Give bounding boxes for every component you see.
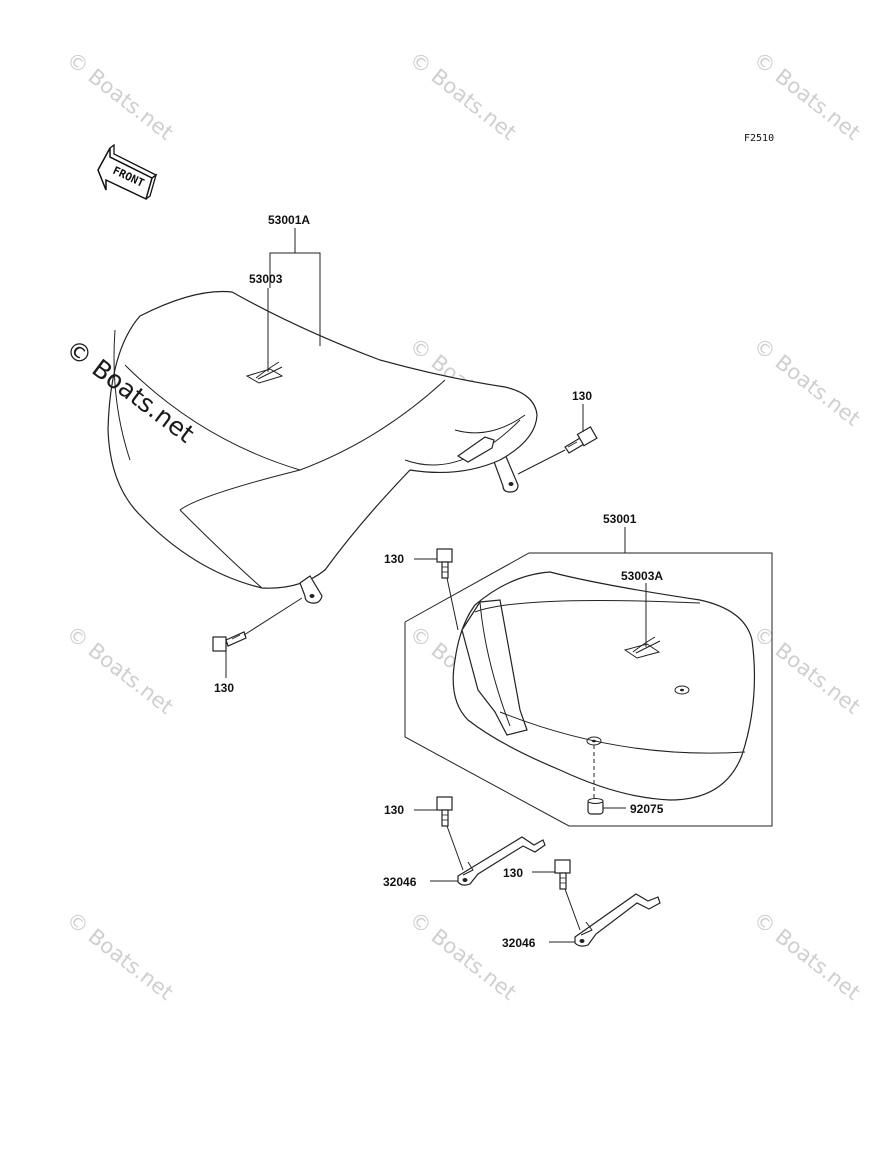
callout-bolt-bracket-1: 130 bbox=[384, 803, 404, 817]
watermark: © Boats.net bbox=[62, 907, 178, 1005]
watermark: © Boats.net bbox=[749, 47, 865, 145]
callout-bolt-passenger: 130 bbox=[384, 552, 404, 566]
passenger-seat bbox=[452, 571, 756, 801]
bracket-icon bbox=[457, 836, 546, 886]
watermark: © Boats.net bbox=[405, 907, 521, 1005]
watermark: © Boats.net bbox=[405, 47, 521, 145]
callout-label-rider: 53003 bbox=[249, 272, 283, 286]
leader-lines bbox=[225, 228, 647, 943]
callout-bolt-front-rider: 130 bbox=[214, 681, 234, 695]
label-tag-icon bbox=[623, 636, 661, 659]
watermark: © Boats.net bbox=[749, 621, 865, 719]
callout-bolt-rear-rider: 130 bbox=[572, 389, 592, 403]
callout-bracket-2: 32046 bbox=[502, 936, 536, 950]
callout-bracket-1: 32046 bbox=[383, 875, 417, 889]
bolt-icon bbox=[436, 796, 453, 827]
bracket-icon bbox=[574, 893, 661, 947]
watermark: © Boats.net bbox=[749, 333, 865, 431]
damper-icon bbox=[587, 798, 604, 815]
bolt-icon bbox=[212, 631, 247, 652]
watermark: © Boats.net bbox=[749, 907, 865, 1005]
bolt-icon bbox=[436, 548, 453, 579]
figure-code: F2510 bbox=[744, 133, 774, 144]
callout-seat-assy-rider: 53001A bbox=[268, 213, 310, 227]
callout-damper: 92075 bbox=[630, 802, 664, 816]
callout-labels: 53001A 53003 130 130 53001 53003A 130 92… bbox=[214, 213, 664, 950]
callout-label-passenger: 53003A bbox=[621, 569, 663, 583]
rider-seat bbox=[107, 290, 538, 604]
bolt-icon bbox=[554, 859, 571, 890]
bolt-icon bbox=[564, 426, 598, 454]
front-arrow-icon: FRONT bbox=[97, 143, 158, 201]
callout-seat-assy-passenger: 53001 bbox=[603, 512, 637, 526]
label-tag-icon bbox=[245, 361, 284, 384]
watermark: © Boats.net bbox=[62, 621, 178, 719]
passenger-seat-frame bbox=[404, 552, 773, 827]
watermark: © Boats.net bbox=[62, 47, 178, 145]
callout-bolt-bracket-2: 130 bbox=[503, 866, 523, 880]
